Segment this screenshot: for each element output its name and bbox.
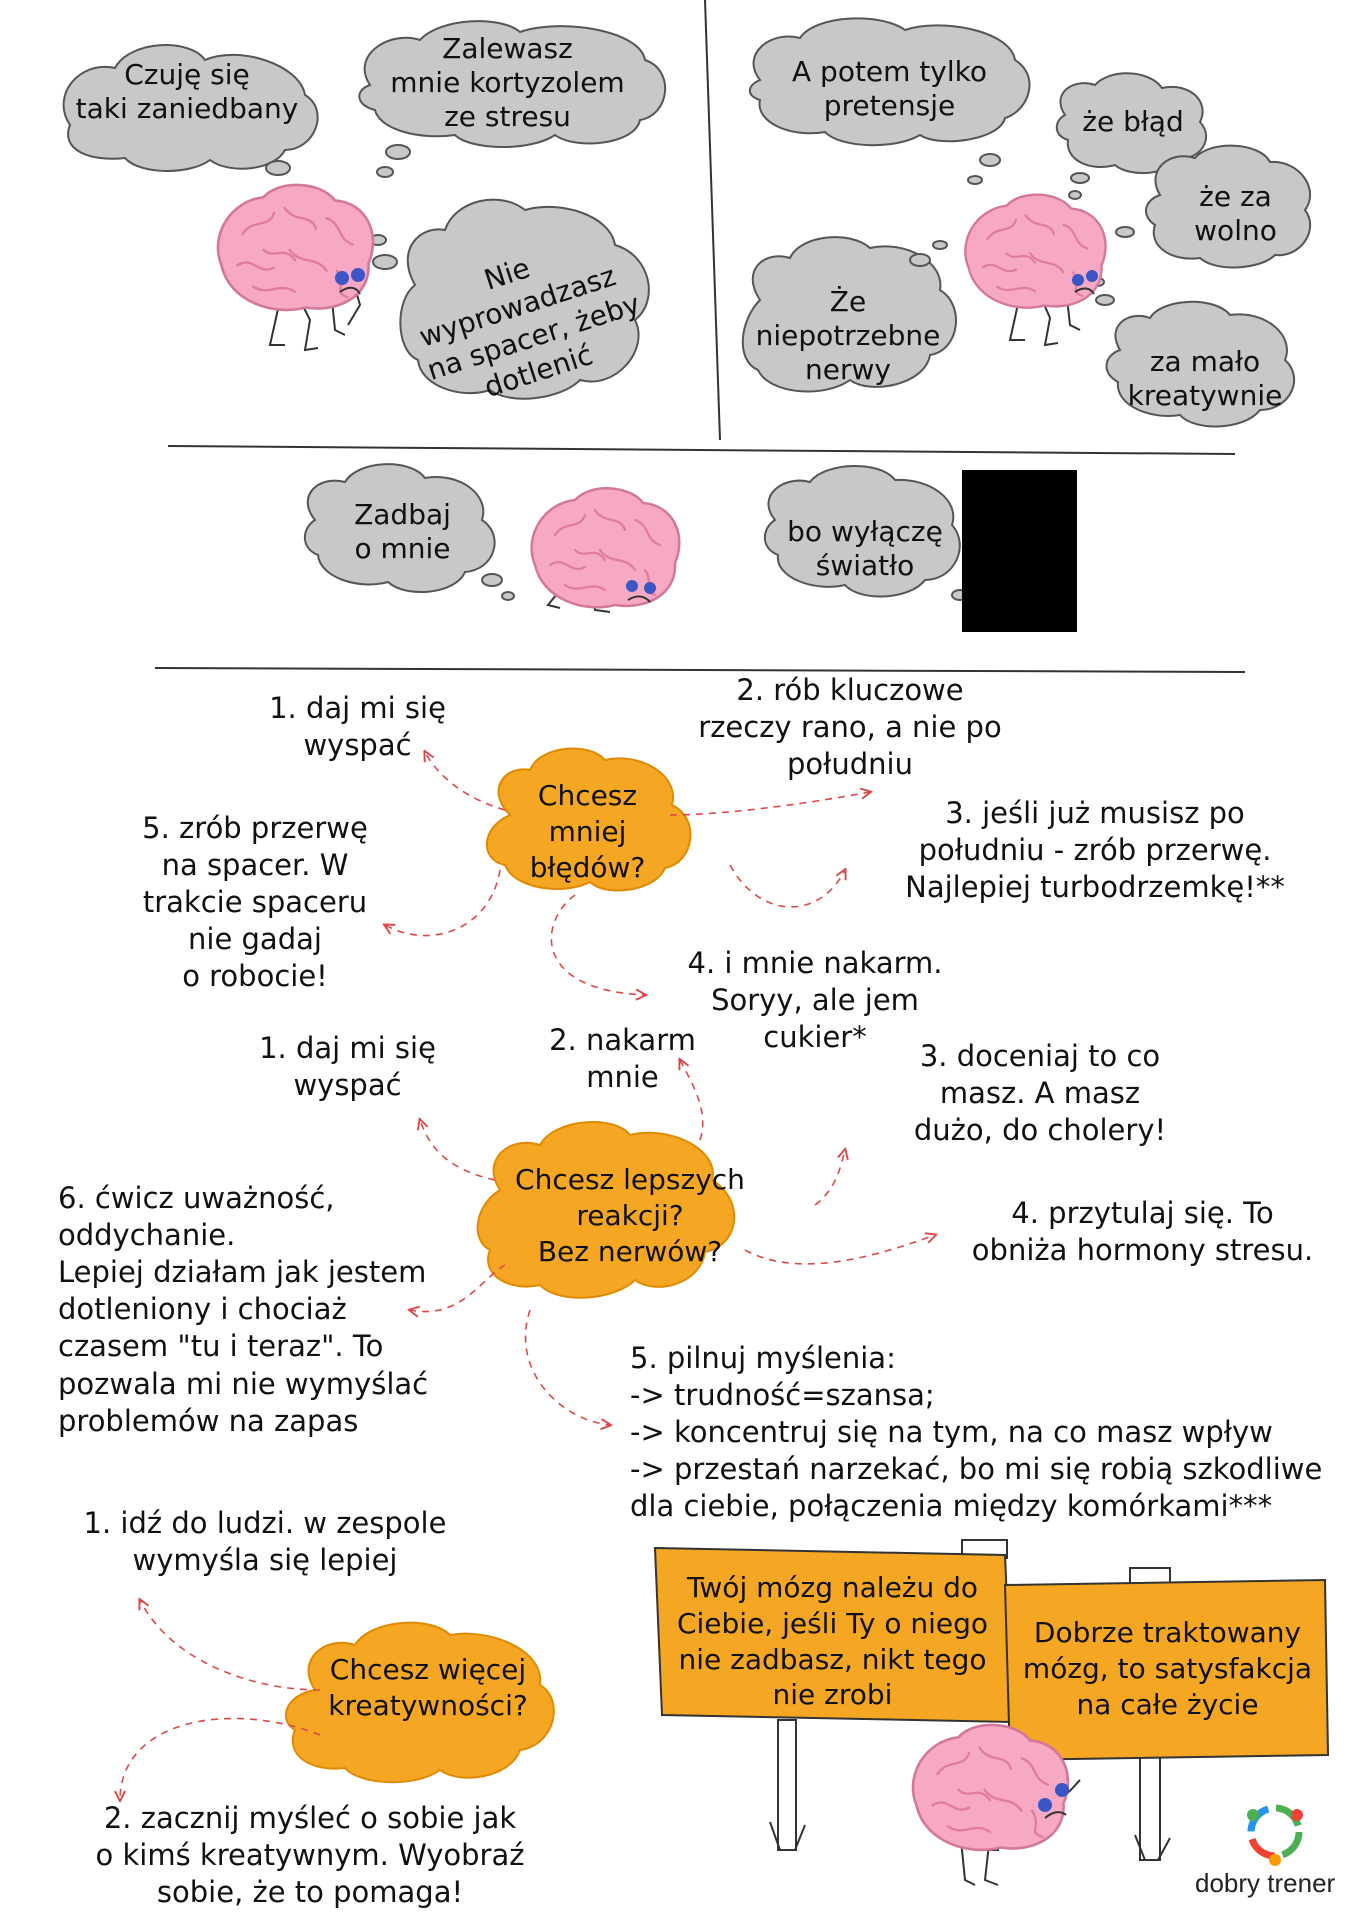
arrows-section2 bbox=[410, 1060, 935, 1425]
divider-1 bbox=[167, 445, 1236, 455]
tip-text: 6. ćwicz uważność,oddychanie.Lepiej dzia… bbox=[58, 1181, 429, 1438]
orange-cloud-2 bbox=[476, 1121, 736, 1299]
vertical-divider bbox=[704, 0, 721, 441]
orange-cloud-3 bbox=[284, 1621, 555, 1784]
thought-cloud-5 bbox=[1055, 72, 1207, 200]
brain-character-3 bbox=[530, 487, 681, 613]
thought-cloud-3 bbox=[369, 198, 650, 400]
divider-2 bbox=[154, 667, 1246, 673]
arrows-section3 bbox=[120, 1600, 321, 1800]
signpost-2 bbox=[1003, 1567, 1330, 1861]
brain-character-1 bbox=[216, 183, 375, 352]
dobry-trener-logo-icon bbox=[1247, 1804, 1303, 1866]
tip-text: 5. pilnuj myślenia:-> trudność=szansa;->… bbox=[630, 1341, 1323, 1524]
logo-text: dobry trener bbox=[1195, 1868, 1336, 1898]
thought-cloud-7 bbox=[741, 236, 957, 393]
thought-cloud-2 bbox=[358, 20, 667, 178]
arrows-section1 bbox=[385, 752, 870, 995]
thought-cloud-6 bbox=[1115, 144, 1312, 269]
thought-cloud-9 bbox=[303, 463, 515, 601]
thought-cloud-10 bbox=[763, 464, 969, 601]
orange-cloud-1 bbox=[485, 747, 692, 892]
dark-doorway bbox=[962, 470, 1077, 632]
brain-character-2 bbox=[964, 193, 1107, 347]
thought-cloud-8 bbox=[1091, 277, 1296, 428]
bubble-text: że błąd bbox=[1082, 105, 1184, 138]
thought-cloud-4 bbox=[748, 17, 1031, 185]
brain-character-4 bbox=[911, 1723, 1081, 1886]
